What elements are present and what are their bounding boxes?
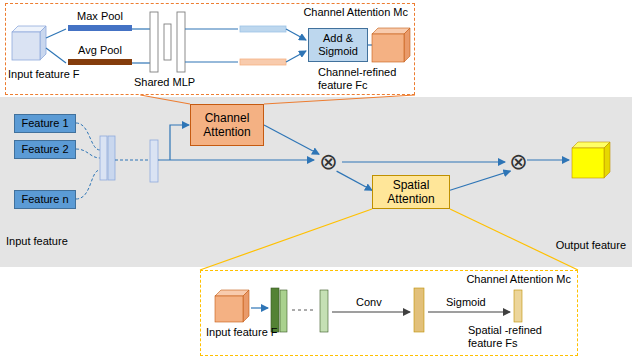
- feature-box: Feature 1: [14, 114, 76, 133]
- pool-bar: Avg Pool: [68, 44, 132, 65]
- multiply-symbol: ⊗: [315, 149, 342, 175]
- output-cube: [572, 142, 610, 178]
- node-text: Channel Attention Mc: [303, 6, 408, 19]
- node-text: Output feature: [556, 239, 626, 252]
- detail-region: Channel Attention Mc: [200, 270, 578, 356]
- annotation-label: Input feature F: [8, 68, 80, 81]
- annotation-label: Sigmoid: [446, 296, 486, 309]
- flow-line: [185, 61, 238, 62]
- annotation-label: Conv: [356, 296, 382, 309]
- node-text: Feature n: [21, 193, 68, 206]
- flow-arrow: [170, 125, 189, 160]
- attention-box: Spatial Attention: [372, 175, 450, 209]
- conv-output-map: [414, 288, 424, 332]
- flow-line: [115, 160, 150, 161]
- mlp-output-bar: [240, 26, 286, 32]
- flow-arrow: [251, 307, 268, 308]
- attention-box: Channel Attention: [190, 104, 264, 146]
- annotation-label: Shared MLP: [134, 76, 195, 89]
- mlp-output-bar: [240, 59, 286, 65]
- spatial-refined-map: [514, 290, 522, 322]
- grey-band: [0, 97, 632, 267]
- node-text: Feature 2: [21, 143, 68, 156]
- input-cube: [12, 26, 46, 60]
- flow-arrow: [158, 159, 314, 160]
- add-sigmoid-box: Add & Sigmoid: [308, 28, 368, 62]
- connector: [140, 95, 190, 104]
- connector: [342, 161, 505, 162]
- node-text: ⊗: [319, 151, 337, 173]
- main-band: Input feature Output feature Feature 1 Feat…: [0, 97, 632, 267]
- flow-arrow: [286, 51, 306, 62]
- pool-bar: Max Pool: [68, 10, 132, 31]
- channel-refined-cube: [372, 28, 410, 62]
- node-text: ⊗: [509, 151, 527, 173]
- flow-arrow: [527, 159, 569, 160]
- feature-join-lines: [76, 123, 100, 199]
- node-text: Feature 1: [21, 117, 68, 130]
- multiply-symbol: ⊗: [505, 149, 532, 175]
- conv-layers: [271, 288, 328, 332]
- annotation-label: Input feature F: [206, 326, 278, 339]
- flow-line: [46, 48, 66, 63]
- feature-box: Feature 2: [14, 140, 76, 159]
- shared-mlp-layers: [150, 12, 185, 72]
- connector: [200, 209, 372, 270]
- flow-line: [185, 28, 238, 29]
- flow-arrow: [286, 29, 306, 40]
- annotation-label: Spatial -refined feature Fs: [468, 324, 576, 350]
- connector: [264, 95, 415, 104]
- connector: [337, 171, 372, 190]
- concat-layers: [100, 136, 158, 182]
- node-text: Spatial Attention: [376, 178, 446, 206]
- spatial-input-cube: [215, 290, 249, 322]
- annotation-label: Channel-refined feature Fc: [318, 66, 414, 92]
- node-text: Input feature: [6, 235, 68, 248]
- connector: [264, 125, 319, 154]
- feature-box: Feature n: [14, 190, 76, 209]
- flow-arrow: [428, 311, 510, 312]
- connector: [450, 171, 510, 190]
- node-text: Max Pool: [68, 10, 132, 23]
- node-text: Add & Sigmoid: [312, 32, 364, 58]
- node-text: Channel Attention: [194, 111, 260, 139]
- flow-arrow: [332, 311, 410, 312]
- node-text: Channel Attention Mc: [466, 273, 571, 286]
- flow-line: [46, 29, 66, 38]
- node-text: Avg Pool: [68, 44, 132, 57]
